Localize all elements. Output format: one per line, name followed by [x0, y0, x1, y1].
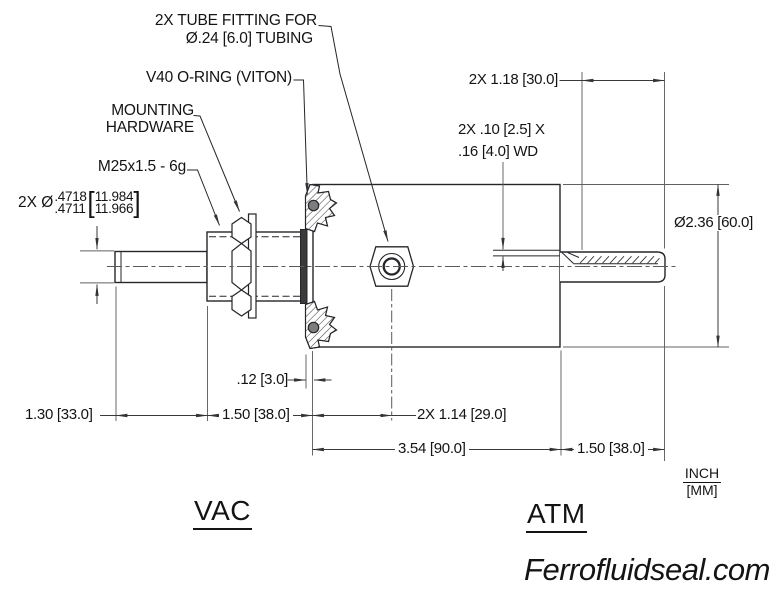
- internal-groove: [493, 249, 560, 257]
- oring-top: [307, 199, 320, 212]
- bracket-open: [: [87, 187, 95, 219]
- callout-thread-spec: M25x1.5 - 6g: [97, 158, 186, 175]
- dim-left-shaft-length: 1.30 [33.0]: [25, 406, 93, 423]
- dim-housing-length: 1.50 [38.0]: [219, 406, 293, 424]
- shaft-dia-inch-values: .4718 .4711: [54, 188, 87, 216]
- knurled-tab-bottom: [304, 300, 338, 350]
- callout-shaft-diameter: 2X Ø .4718 .4711 [ 11.984 11.966 ]: [18, 187, 141, 219]
- dim-flange-thickness: .12 [3.0]: [236, 371, 288, 388]
- callout-mounting-hardware: MOUNTING HARDWARE: [105, 102, 194, 136]
- label-vac-text: VAC: [193, 495, 252, 530]
- dim-groove-line2: .16 [4.0] WD: [458, 143, 538, 161]
- oring-bottom: [307, 321, 320, 334]
- shaft-dia-mm-upper: 11.984: [94, 188, 134, 204]
- shaft-dia-mm-lower: 11.966: [94, 201, 134, 216]
- watermark: Ferrofluidseal.com: [524, 552, 770, 587]
- seal-body: [312, 183, 561, 348]
- shaft-dia-prefix: 2X Ø: [18, 193, 54, 211]
- label-vac: VAC: [193, 495, 252, 530]
- knurled-tab-top: [304, 183, 338, 233]
- bracket-close: ]: [133, 187, 141, 219]
- thread-hatch: [579, 255, 660, 264]
- label-atm-text: ATM: [526, 498, 587, 533]
- dim-body-length: 3.54 [90.0]: [395, 440, 469, 458]
- callout-mounting-line2: HARDWARE: [105, 118, 194, 136]
- callout-tube-fitting-line1: 2X TUBE FITTING FOR: [154, 12, 317, 29]
- centerlines: [107, 266, 678, 421]
- dim-port-spacing: 2X 1.14 [29.0]: [417, 406, 507, 423]
- callout-oring: V40 O-RING (VITON): [146, 69, 292, 86]
- shaft-dia-inch-lower: .4711: [54, 201, 86, 216]
- dim-groove-line1: 2X .10 [2.5] X: [458, 121, 545, 138]
- shaft-dia-inch-upper: .4718: [54, 188, 87, 204]
- callout-tube-fitting-line2: Ø.24 [6.0] TUBING: [185, 30, 313, 47]
- label-atm: ATM: [526, 498, 587, 533]
- callout-mounting-line1: MOUNTING: [111, 102, 194, 119]
- dim-right-shaft-length: 1.50 [38.0]: [574, 440, 648, 458]
- dim-thread-length: 2X 1.18 [30.0]: [468, 71, 559, 88]
- extension-lines: [80, 72, 729, 461]
- dim-groove: 2X .10 [2.5] X .16 [4.0] WD: [458, 121, 545, 161]
- units-secondary: [MM]: [686, 482, 718, 498]
- units-primary: INCH: [682, 465, 722, 483]
- shaft-dia-mm-values: 11.984 11.966: [94, 188, 134, 216]
- leader-lines: [187, 25, 389, 243]
- dim-body-diameter: Ø2.36 [60.0]: [671, 214, 756, 232]
- units-legend: INCH [MM]: [679, 466, 725, 498]
